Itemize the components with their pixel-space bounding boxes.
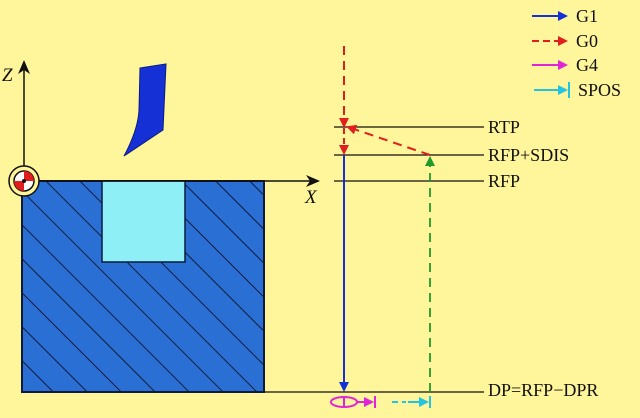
- legend: [532, 11, 570, 98]
- z-axis-label: Z: [2, 65, 13, 86]
- legend-label-g4: G4: [576, 55, 598, 75]
- legend-label-g0: G0: [576, 31, 598, 51]
- legend-label-spos: SPOS: [578, 80, 622, 100]
- origin-symbol-icon: [8, 165, 40, 197]
- x-axis-label: X: [305, 187, 317, 208]
- legend-label-g1: G1: [576, 6, 598, 26]
- level-label-rfp-sdis: RFP+SDIS: [488, 145, 570, 165]
- cutting-tool-icon: [123, 63, 167, 157]
- g4-dwell-mark: [330, 396, 376, 408]
- level-label-rfp: RFP: [488, 171, 521, 191]
- g0-return-diagonal: [346, 124, 431, 156]
- spos-mark: [392, 396, 431, 408]
- pocket: [101, 180, 186, 263]
- level-label-dp: DP=RFP−DPR: [488, 380, 599, 400]
- level-label-rtp: RTP: [488, 117, 520, 137]
- legend-spos: [534, 82, 570, 98]
